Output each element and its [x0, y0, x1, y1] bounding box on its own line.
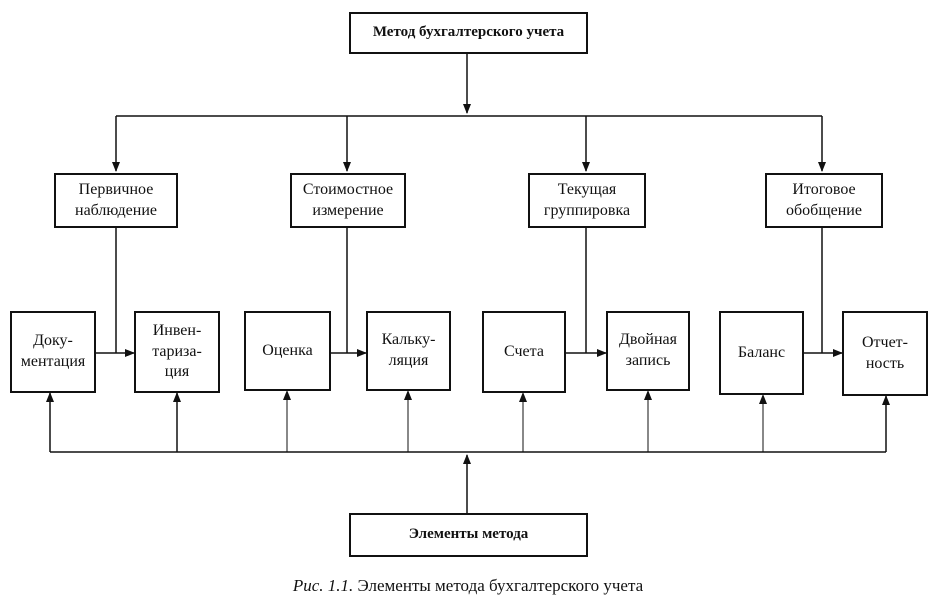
category-label-line: Текущая: [557, 180, 617, 198]
category-label-line: группировка: [543, 201, 631, 219]
element-label-line: Оценка: [262, 341, 313, 359]
category-cost-measurement: Стоимостное измерение: [290, 173, 406, 228]
category-label-line: Стоимостное: [302, 180, 394, 198]
caption-text: Элементы метода бухгалтерского учета: [353, 576, 644, 595]
element-label-line: ляция: [388, 352, 429, 369]
element-label-line: ность: [865, 354, 905, 372]
caption-prefix: Рис. 1.1.: [292, 576, 354, 595]
method-label: Метод бухгалтерского учета: [372, 24, 565, 41]
category-final-summary: Итоговое обобщение: [765, 173, 883, 228]
element-label-line: Двойная: [619, 331, 677, 349]
figure-caption: Рис. 1.1. Элементы метода бухгалтерского…: [0, 576, 936, 596]
element-label-line: ция: [164, 363, 190, 381]
element-label-line: Кальку-: [381, 331, 436, 349]
category-label-line: Первичное: [78, 180, 154, 198]
element-double-entry: Двойная запись: [606, 311, 690, 391]
element-label-line: запись: [625, 352, 671, 369]
element-accounts: Счета: [482, 311, 566, 393]
element-inventory: Инвен- тариза- ция: [134, 311, 220, 393]
method-elements-label: Элементы метода: [408, 526, 529, 543]
category-label-line: обобщение: [786, 201, 862, 219]
element-label-line: Инвен-: [152, 321, 202, 339]
method-elements-box: Элементы метода: [349, 513, 588, 557]
element-label-line: тариза-: [152, 342, 202, 360]
method-box: Метод бухгалтерского учета: [349, 12, 588, 54]
category-current-grouping: Текущая группировка: [528, 173, 646, 228]
category-primary-observation: Первичное наблюдение: [54, 173, 178, 228]
element-documentation: Доку- ментация: [10, 311, 96, 393]
element-label-line: Доку-: [33, 332, 73, 350]
category-label-line: измерение: [312, 201, 384, 219]
element-balance: Баланс: [719, 311, 804, 395]
element-reporting: Отчет- ность: [842, 311, 928, 396]
element-costing: Кальку- ляция: [366, 311, 451, 391]
category-label-line: наблюдение: [75, 201, 157, 219]
element-label-line: Счета: [504, 342, 544, 360]
element-label-line: Отчет-: [861, 333, 908, 351]
element-label-line: ментация: [20, 353, 86, 370]
element-label-line: Баланс: [737, 343, 786, 361]
element-valuation: Оценка: [244, 311, 331, 391]
category-label-line: Итоговое: [792, 180, 856, 198]
